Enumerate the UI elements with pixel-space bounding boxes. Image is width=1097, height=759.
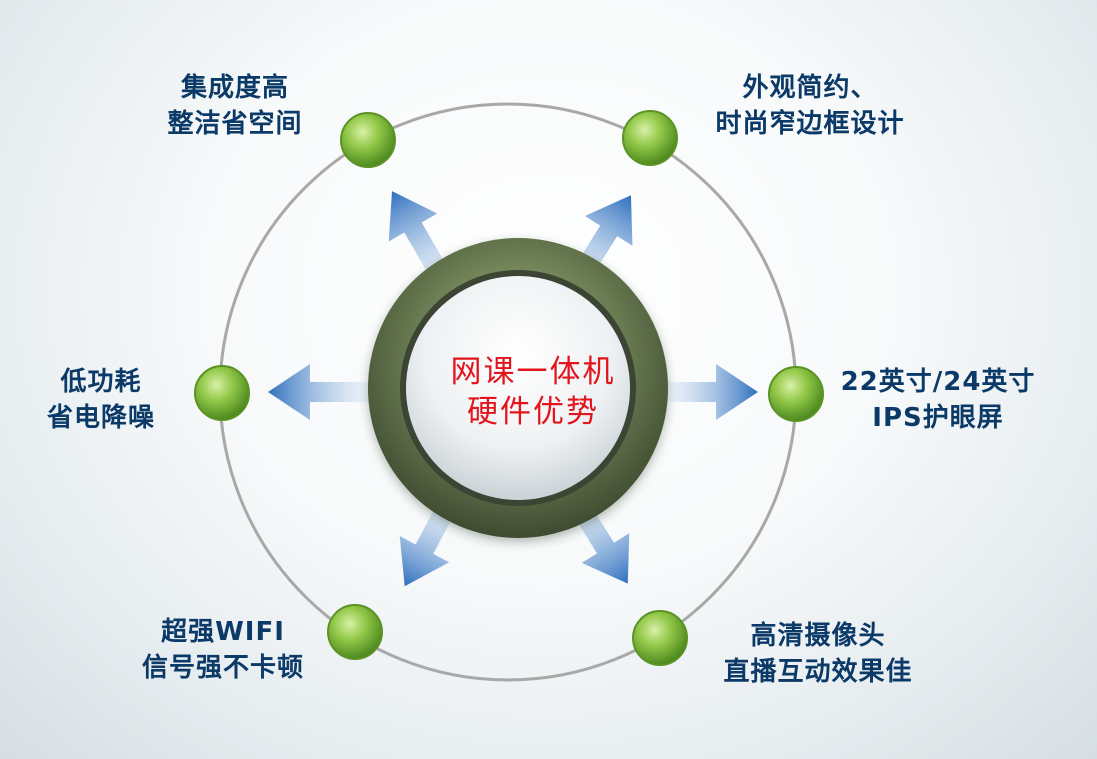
label-integration: 集成度高 整洁省空间 [150, 70, 320, 142]
label-camera: 高清摄像头 直播互动效果佳 [698, 618, 938, 690]
node-design [622, 110, 678, 166]
label-integration-line1: 集成度高 [180, 73, 289, 103]
label-screen-line2: IPS护眼屏 [872, 403, 1004, 433]
center-title-line2: 硬件优势 [467, 394, 599, 430]
node-screen [768, 366, 824, 422]
node-wifi [327, 604, 383, 660]
label-camera-line1: 高清摄像头 [750, 621, 886, 651]
label-wifi-line2: 信号强不卡顿 [141, 653, 304, 683]
hub-inner-disc [406, 276, 630, 500]
node-power [194, 365, 250, 421]
label-power-line1: 低功耗 [60, 367, 142, 397]
label-wifi-line1: 超强WIFI [161, 617, 285, 647]
label-screen: 22英寸/24英寸 IPS护眼屏 [828, 364, 1048, 436]
node-integration [340, 112, 396, 168]
label-screen-line1: 22英寸/24英寸 [840, 367, 1036, 397]
label-integration-line2: 整洁省空间 [167, 109, 303, 139]
arrow-left [268, 364, 370, 420]
node-camera [632, 610, 688, 666]
label-power: 低功耗 省电降噪 [26, 364, 176, 436]
label-power-line2: 省电降噪 [46, 403, 155, 433]
center-title: 网课一体机 硬件优势 [418, 352, 648, 432]
label-design-line1: 外观简约、 [742, 73, 878, 103]
label-design-line2: 时尚窄边框设计 [715, 109, 905, 139]
arrow-right [666, 364, 758, 420]
label-wifi: 超强WIFI 信号强不卡顿 [118, 614, 328, 686]
center-title-line1: 网课一体机 [450, 354, 616, 390]
label-camera-line2: 直播互动效果佳 [723, 657, 913, 687]
label-design: 外观简约、 时尚窄边框设计 [690, 70, 930, 142]
